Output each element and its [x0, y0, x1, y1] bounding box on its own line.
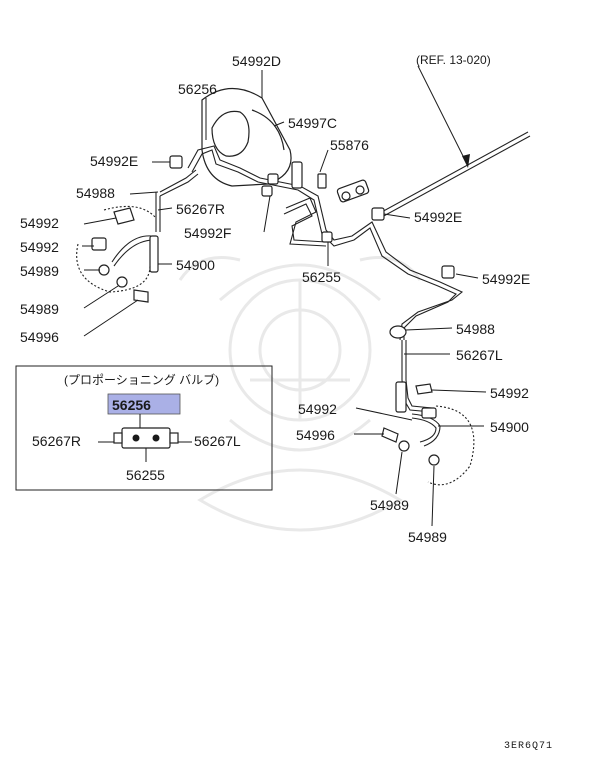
pipe-clips	[169, 155, 455, 279]
inset-part-56256: 56256	[112, 397, 151, 413]
label-54992F: 54992F	[184, 225, 231, 241]
proportioning-valve	[317, 173, 370, 203]
inset-label-56255: 56255	[126, 467, 165, 483]
proportioning-valve-inset: (プロポーショニング バルブ) 56256 56267R 56267L 5625…	[15, 365, 273, 491]
inset-label-56267R: 56267R	[32, 433, 81, 449]
label-54989-c: 54989	[370, 497, 409, 513]
label-56256-top: 56256	[178, 81, 217, 97]
inset-title: (プロポーショニング バルブ)	[64, 372, 219, 387]
inset-label-56267L: 56267L	[194, 433, 241, 449]
label-54900-a: 54900	[176, 257, 215, 273]
label-54988-a: 54988	[76, 185, 115, 201]
label-54992E-a: 54992E	[90, 153, 138, 169]
watermark-emblem	[178, 256, 422, 532]
label-54996-b: 54996	[296, 427, 335, 443]
label-54992D: 54992D	[232, 53, 281, 69]
leader-lines	[82, 65, 487, 527]
inset-highlight	[107, 393, 181, 415]
label-56267L-a: 56267L	[456, 347, 503, 363]
reference-label: (REF. 13-020)	[416, 53, 491, 67]
label-56255-a: 56255	[302, 269, 341, 285]
inset-frame	[15, 365, 273, 491]
label-54989-a: 54989	[20, 263, 59, 279]
label-54997C: 54997C	[288, 115, 337, 131]
front-left-hose-assembly	[76, 205, 159, 303]
diagram-code: 3ER6Q71	[504, 741, 553, 752]
label-54988-b: 54988	[456, 321, 495, 337]
label-54992-b: 54992	[20, 239, 59, 255]
label-54900-b: 54900	[490, 419, 529, 435]
label-54992E-b: 54992E	[414, 209, 462, 225]
label-55876: 55876	[330, 137, 369, 153]
label-54992-d: 54992	[298, 401, 337, 417]
label-54989-b: 54989	[20, 301, 59, 317]
part-labels: 54992D 56256 54997C 55876 54992E 54988 5…	[20, 53, 530, 545]
label-54996-a: 54996	[20, 329, 59, 345]
label-54992-c: 54992	[490, 385, 529, 401]
valve-body	[121, 427, 171, 449]
label-54992-a: 54992	[20, 215, 59, 231]
rear-right-hose-assembly	[381, 325, 475, 486]
label-56267R-a: 56267R	[176, 201, 225, 217]
label-54989-d: 54989	[408, 529, 447, 545]
label-54992E-c: 54992E	[482, 271, 530, 287]
brake-pipe-network	[155, 131, 531, 413]
